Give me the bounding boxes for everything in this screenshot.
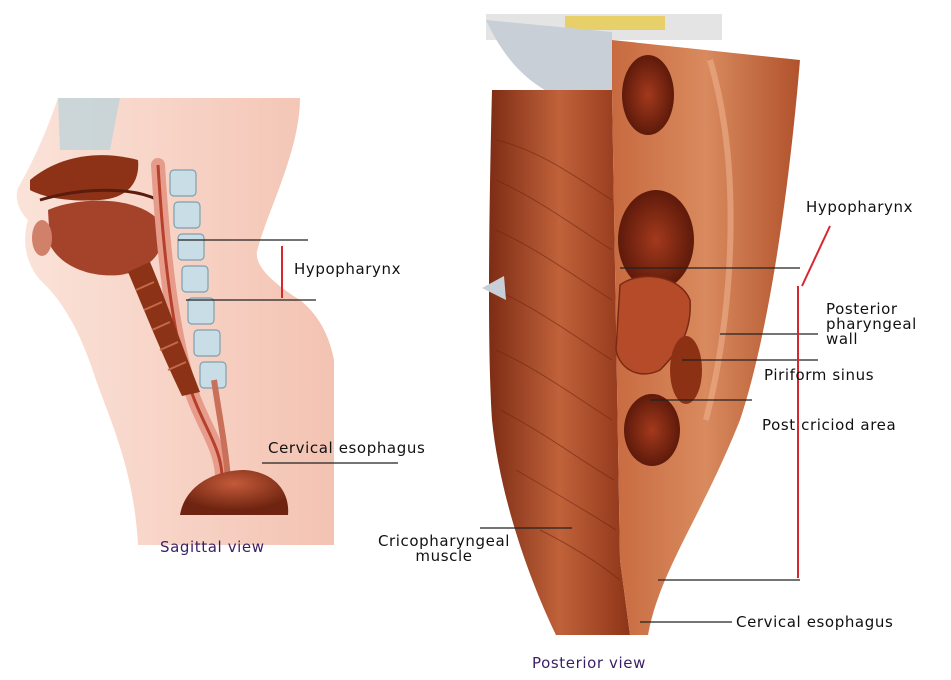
nasopharynx-cavity bbox=[622, 55, 674, 135]
piriform-sinus-label: Piriform sinus bbox=[764, 368, 874, 383]
sagittal-view-illustration bbox=[17, 98, 398, 545]
post-cricoid-cavity bbox=[624, 394, 680, 466]
posterior-view-caption: Posterior view bbox=[532, 654, 646, 672]
posterior-pharyngeal-wall-label: Posterior pharyngeal wall bbox=[826, 302, 917, 347]
posterior-cervical-esophagus-label: Cervical esophagus bbox=[736, 615, 893, 630]
post-cricoid-area-label: Post criciod area bbox=[762, 418, 896, 433]
lips bbox=[32, 220, 52, 256]
piriform-sinus-cavity bbox=[670, 336, 702, 404]
skull-outline bbox=[58, 98, 120, 150]
sagittal-hypopharynx-label: Hypopharynx bbox=[294, 262, 401, 277]
pharyngeal-fascia bbox=[486, 20, 612, 98]
posterior-hypopharynx-label: Hypopharynx bbox=[806, 200, 913, 215]
posterior-wall-line-3: wall bbox=[826, 332, 917, 347]
cricopharyngeal-muscle-label: Cricopharyngeal muscle bbox=[354, 534, 534, 564]
sagittal-view-caption: Sagittal view bbox=[160, 538, 265, 556]
cricopharyngeal-line-2: muscle bbox=[354, 549, 534, 564]
sagittal-cervical-esophagus-label: Cervical esophagus bbox=[268, 441, 425, 456]
oropharynx-cavity bbox=[618, 190, 694, 290]
posterior-hypopharynx-pointer bbox=[802, 226, 830, 286]
